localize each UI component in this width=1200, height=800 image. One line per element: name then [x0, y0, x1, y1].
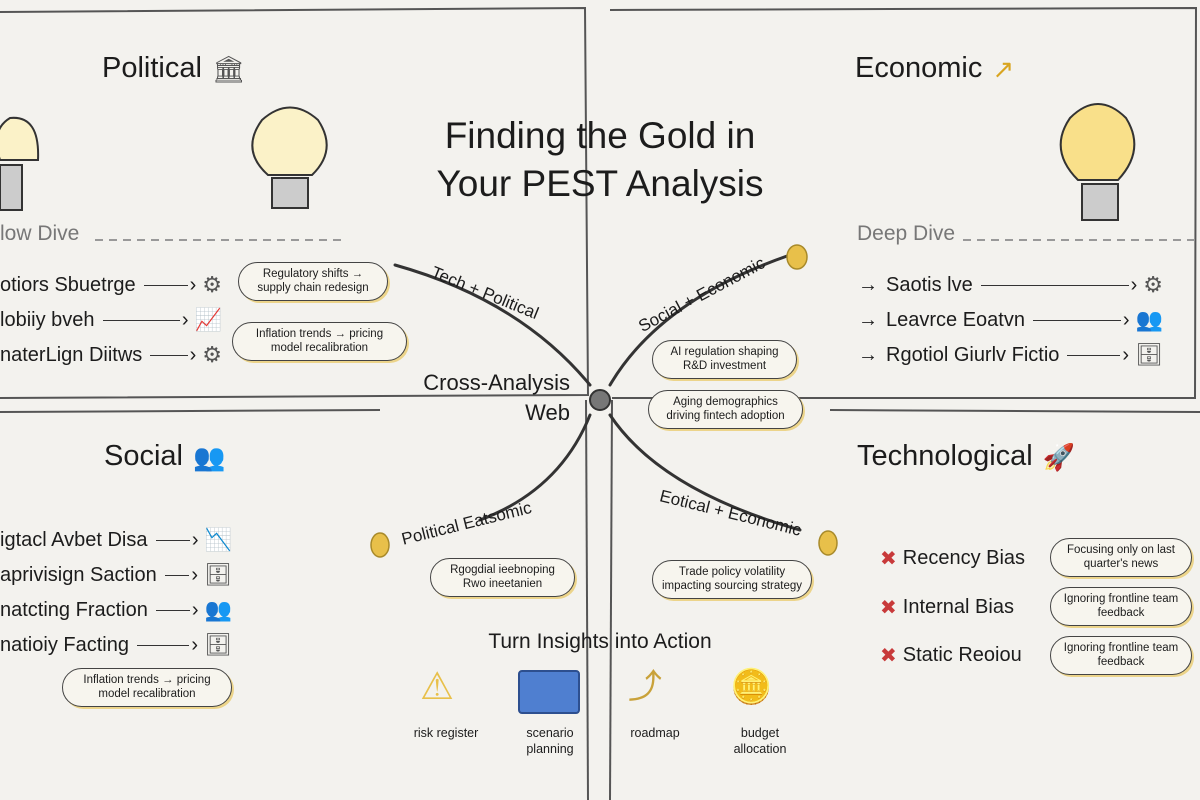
- bank-icon: 🏛: [211, 53, 245, 84]
- action-label: scenario planning: [526, 726, 574, 756]
- political-header: Political 🏛: [102, 52, 245, 85]
- x-icon: ✖: [880, 644, 897, 667]
- bias-item: ✖Internal Bias: [880, 595, 1014, 619]
- political-row: lobiiy bveh›📈: [0, 307, 222, 332]
- people-icon: 👥: [204, 597, 232, 622]
- trend-up-icon: ↗: [992, 53, 1015, 84]
- rocket-icon: 🚀: [1042, 441, 1076, 472]
- bias-note: Focusing only on last quarter's news: [1050, 538, 1192, 577]
- gear-icon: ⚙: [202, 272, 222, 297]
- bias-note: Ignoring frontline team feedback: [1050, 636, 1192, 675]
- stairs-arrow-icon: ⤴: [628, 668, 662, 706]
- gear-icon: ⚙: [202, 342, 222, 367]
- people-icon: 👥: [193, 441, 226, 472]
- server-icon: 🗄: [204, 562, 232, 587]
- bias-note: Ignoring frontline team feedback: [1050, 587, 1192, 626]
- technological-header: Technological 🚀: [857, 440, 1075, 473]
- action-label: budget allocation: [733, 726, 787, 756]
- server-icon: 🗄: [204, 632, 232, 657]
- web-note: Aging demographics driving fintech adopt…: [648, 390, 803, 429]
- chart-up-icon: 📈: [194, 307, 222, 332]
- social-bubble: Inflation trends → pricing model recalib…: [62, 668, 232, 707]
- economic-header: Economic ↗: [855, 52, 1014, 85]
- political-subheading: low Dive: [0, 222, 80, 245]
- web-center-node: [589, 389, 611, 411]
- economic-subheading: Deep Dive: [857, 222, 956, 245]
- social-row: natioiy Facting›🗄: [0, 632, 232, 657]
- political-heading: Political: [102, 52, 202, 84]
- bias-item: ✖Static Reoiou: [880, 643, 1022, 667]
- action-label: roadmap: [630, 726, 680, 740]
- actions-heading: Turn Insights into Action: [488, 630, 712, 653]
- x-icon: ✖: [880, 547, 897, 570]
- political-bubble: Inflation trends → pricing model recalib…: [232, 322, 407, 361]
- social-row: natcting Fraction›👥: [0, 597, 232, 622]
- web-note: Trade policy volatility impacting sourci…: [652, 560, 812, 599]
- social-heading: Social: [104, 440, 183, 472]
- x-icon: ✖: [880, 596, 897, 619]
- economic-row: →Leavrce Eoatvn›👥: [858, 307, 1163, 332]
- technological-heading: Technological: [857, 440, 1033, 472]
- gear-icon: ⚙: [1143, 272, 1163, 297]
- warning-icon: ⚠: [420, 666, 455, 708]
- coins-calculator-icon: 🪙: [730, 668, 773, 706]
- economic-row: →Saotis lve›⚙: [858, 272, 1163, 297]
- bias-item: ✖Recency Bias: [880, 546, 1026, 570]
- economic-row: →Rgotiol Giurlv Fictio›🗄: [858, 342, 1163, 367]
- social-header: Social 👥: [104, 440, 225, 473]
- economic-heading: Economic: [855, 52, 983, 84]
- political-row: otiors Sbuetrge›⚙: [0, 272, 222, 297]
- lightbulb-icon: [0, 103, 1136, 221]
- web-note: Rgogdial ieebnoping Rwo ineetanien: [430, 558, 575, 597]
- people-icon: 👥: [1135, 307, 1163, 332]
- chart-down-icon: 📉: [204, 527, 232, 552]
- action-label: risk register: [413, 726, 479, 740]
- blueprint-icon: [518, 670, 580, 714]
- web-note: AI regulation shaping R&D investment: [652, 340, 797, 379]
- social-row: igtacl Avbet Disa›📉: [0, 527, 232, 552]
- political-row: naterLign Diitws›⚙: [0, 342, 222, 367]
- social-row: aprivisign Saction›🗄: [0, 562, 232, 587]
- server-icon: 🗄: [1135, 342, 1163, 367]
- political-bubble: Regulatory shifts → supply chain redesig…: [238, 262, 388, 301]
